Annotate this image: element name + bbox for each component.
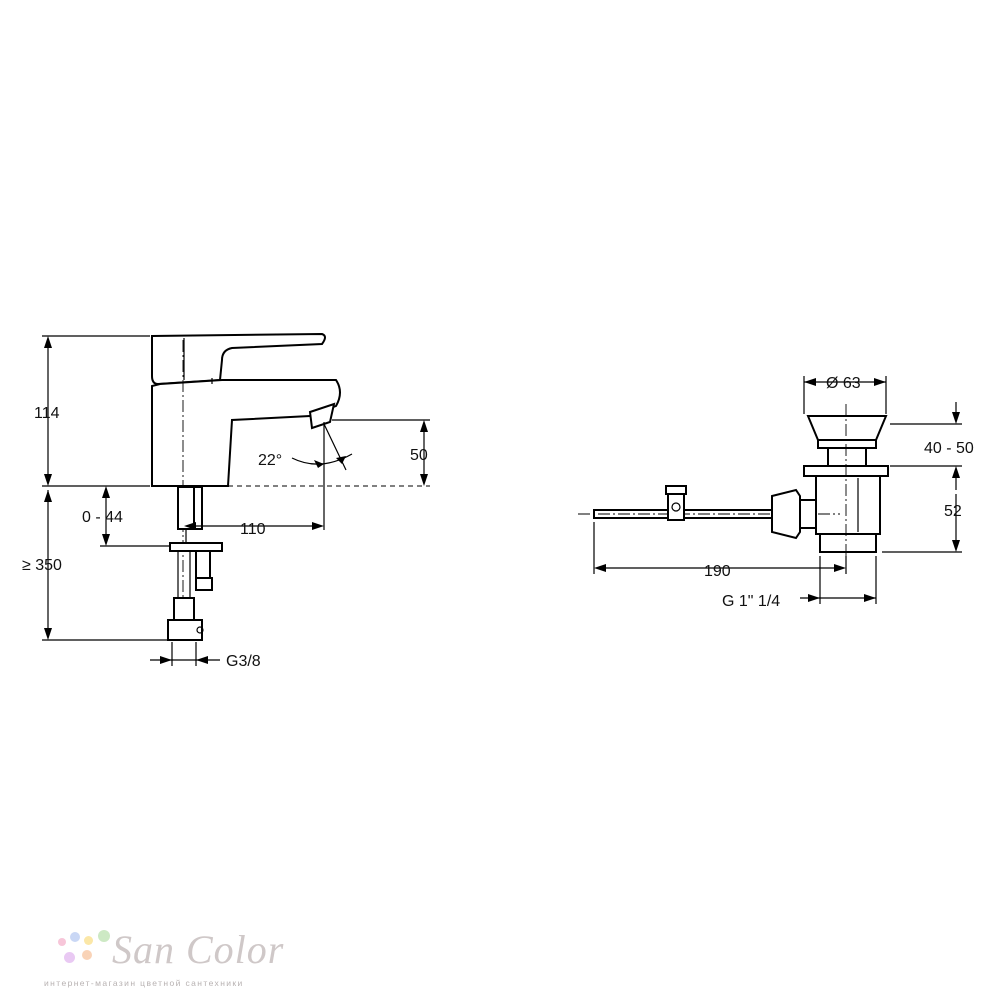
logo-dot (82, 950, 92, 960)
logo-dot (58, 938, 66, 946)
logo-dot (70, 932, 80, 942)
dim-angle-22: 22° (258, 452, 282, 469)
dim-lift-40-50: 40 - 50 (924, 440, 974, 457)
dim-spout-50: 50 (410, 447, 428, 464)
dim-rod-190: 190 (704, 563, 731, 580)
dim-diameter-63: Ø 63 (826, 375, 861, 392)
rod-nut (771, 488, 801, 540)
drain-body (815, 475, 881, 535)
faucet-body (151, 379, 341, 487)
logo-dot (84, 936, 93, 945)
logo-dot (98, 930, 110, 942)
dim-deck-0-44: 0 - 44 (82, 509, 123, 526)
drain-plug-cap (806, 415, 888, 441)
rod-clamp (667, 493, 685, 521)
deck-nut (169, 542, 223, 552)
dim-height-52: 52 (944, 503, 962, 520)
watermark-brand: San Color (112, 927, 285, 972)
faucet-handle (151, 332, 326, 386)
hose-connector (167, 619, 203, 641)
drain-drawing: Ø 63 40 - 50 52 190 G 1" 1/4 (578, 375, 974, 610)
watermark-logo: San Color интернет-магазин цветной санте… (44, 926, 304, 996)
faucet-aerator (308, 402, 336, 430)
dim-reach-110: 110 (240, 521, 266, 538)
faucet-drawing: 114 ≥ 350 0 - 44 50 110 22° (22, 332, 430, 670)
logo-dot (64, 952, 75, 963)
dim-height-114: 114 (34, 405, 60, 422)
watermark-tagline: интернет-магазин цветной сантехники (44, 978, 244, 988)
dim-hose-350: ≥ 350 (22, 557, 62, 574)
dim-connection-g38: G3/8 (226, 653, 261, 670)
faucet-shank (177, 486, 195, 530)
dim-thread-g114: G 1" 1/4 (722, 593, 780, 610)
